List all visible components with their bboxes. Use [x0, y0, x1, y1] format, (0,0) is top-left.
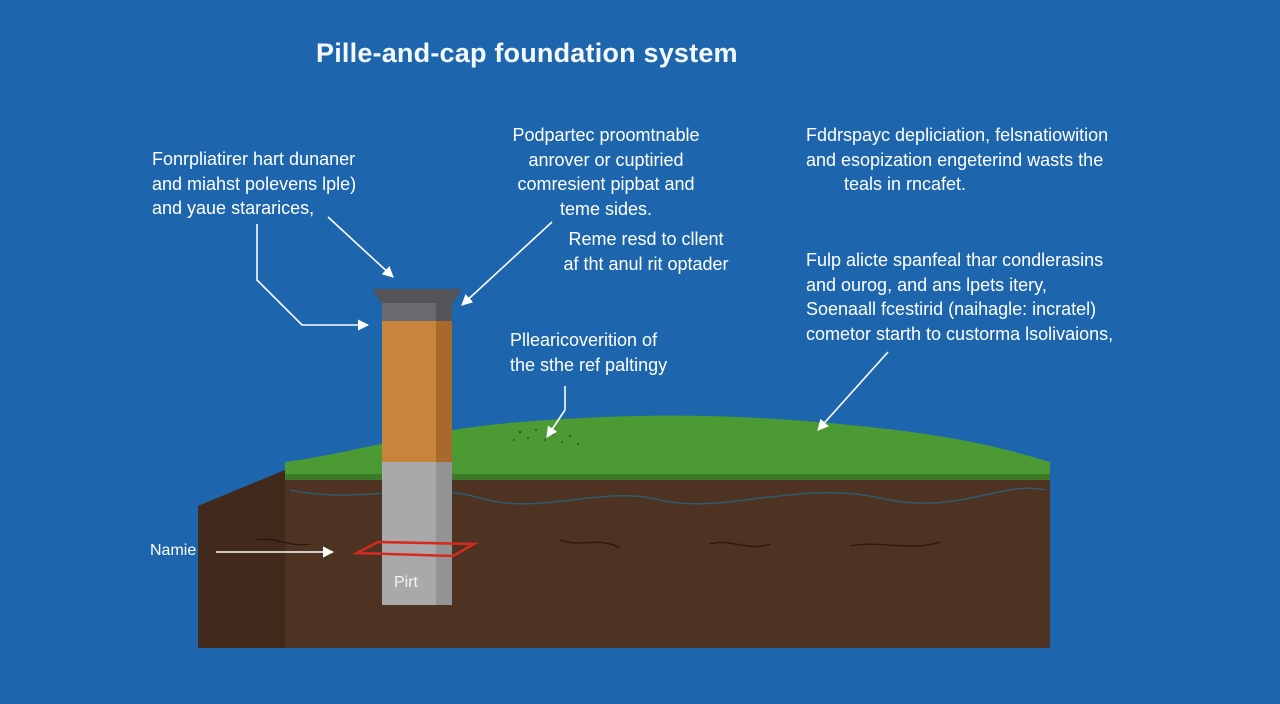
- arrow-top-left-to-cap: [327, 216, 394, 278]
- note-line: af tht anul rit optader: [563, 253, 729, 274]
- diagram-title: Pille-and-cap foundation system: [316, 38, 738, 68]
- soil-block: [198, 470, 1050, 648]
- note-line: and ourog, and ans lpets itery,: [806, 274, 1047, 295]
- soil-line: [849, 541, 941, 547]
- red-marker: [352, 540, 479, 558]
- note-line: cometor starth to custorma lsolivaions,: [806, 323, 1114, 344]
- soil-line: [709, 541, 771, 548]
- note-top-center: Podpartec proomtnable anrover or cuptiri…: [500, 123, 712, 221]
- note-line: and miahst polevens lple): [152, 173, 357, 194]
- note-line: Fulp alicte spanfeal thar condlerasins: [806, 250, 1104, 270]
- arrow-middle-to-grass-tip: [546, 409, 566, 438]
- note-line: comresient pipbat and: [517, 174, 695, 194]
- note-line: Pllearicoverition of: [510, 330, 658, 350]
- grass-layer: [285, 415, 1050, 474]
- soil-line: [254, 538, 311, 546]
- arrow-top-left-to-shaft: [256, 224, 370, 331]
- pile-cap-top: [372, 289, 462, 304]
- note-line: teme sides.: [559, 198, 653, 219]
- pile-label: Pirt: [394, 574, 418, 591]
- note-right: Fulp alicte spanfeal thar condlerasins a…: [806, 248, 1113, 346]
- note-center-small: Reme resd to cllent af tht anul rit opta…: [548, 227, 744, 276]
- pile-upper-shade: [436, 320, 452, 462]
- note-line: Fddrspayc depliciation, felsnatiowition: [806, 125, 1109, 145]
- note-line: Fonrpliatirer hart dunaner: [152, 149, 356, 169]
- note-line: and yaue stararices,: [152, 198, 315, 218]
- arrow-center-to-cap: [461, 221, 553, 306]
- note-middle: Pllearicoverition of the sthe ref paltin…: [510, 328, 667, 377]
- soil-shade: [198, 470, 285, 648]
- pile-lower-shade: [436, 460, 452, 605]
- note-top-left: Fonrpliatirer hart dunaner and miahst po…: [152, 147, 356, 221]
- pile-cap: [382, 303, 452, 321]
- note-line: Soenaall fcestirid (naihagle: incratel): [806, 299, 1097, 319]
- note-line: teals in rncafet.: [844, 174, 967, 194]
- name-label: Namie: [150, 542, 197, 559]
- note-line: anrover or cuptiried: [528, 149, 684, 170]
- soil-line: [559, 539, 621, 549]
- note-line: Reme resd to cllent: [568, 229, 724, 249]
- note-line: Podpartec proomtnable: [512, 125, 700, 145]
- note-top-right: Fddrspayc depliciation, felsnatiowition …: [806, 123, 1108, 197]
- note-line: the sthe ref paltingy: [510, 354, 668, 375]
- pile-cap-shade: [436, 303, 452, 321]
- note-line: and esopization engeterind wasts the: [806, 149, 1104, 170]
- arrow-right-to-grass: [817, 351, 889, 431]
- grass-edge: [285, 474, 1050, 480]
